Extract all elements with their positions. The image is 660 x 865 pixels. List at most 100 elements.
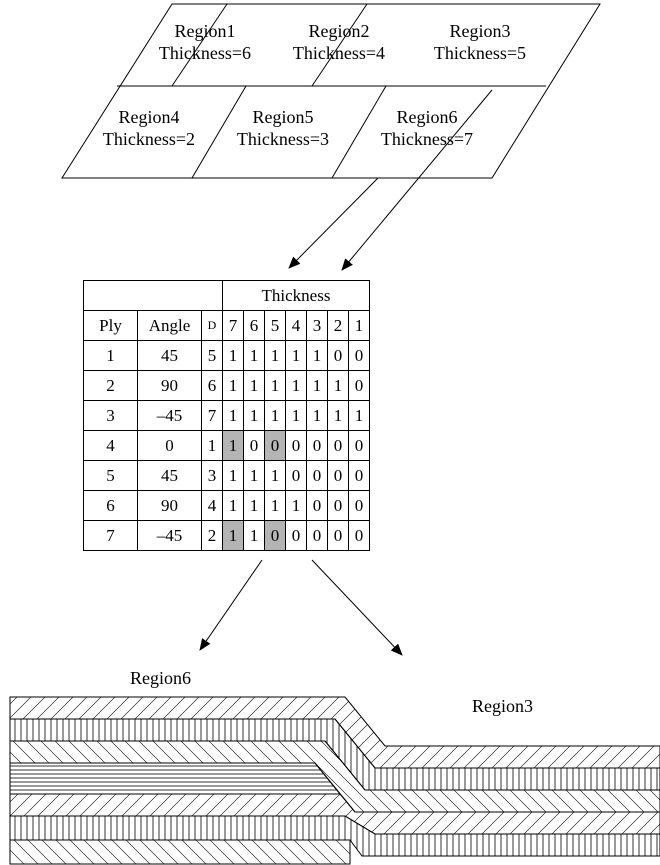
table-group-header-row: Thickness <box>83 280 370 311</box>
region-4-name: Region4 <box>118 107 180 127</box>
table-cell: 1 <box>243 340 265 371</box>
table-cell: 1 <box>306 340 328 371</box>
region-2-label: Region2 Thickness=4 <box>264 20 414 64</box>
table-cell: 1 <box>243 370 265 401</box>
table-cell: 90 <box>137 490 202 521</box>
region-6-name: Region6 <box>396 107 458 127</box>
table-cell: 1 <box>348 400 370 431</box>
table-cell: 1 <box>285 400 307 431</box>
table-cell: 90 <box>137 370 202 401</box>
region-5-label: Region5 Thickness=3 <box>208 106 358 150</box>
table-cell: 0 <box>348 460 370 491</box>
table-cell: 0 <box>285 430 307 461</box>
table-cell: 1 <box>222 400 244 431</box>
laminate-section <box>9 696 660 865</box>
table-cell: 0 <box>285 460 307 491</box>
table-cell: 5 <box>83 460 138 491</box>
header-thickness-5: 5 <box>264 310 286 341</box>
table-cell: 1 <box>306 400 328 431</box>
header-d: D <box>201 310 223 341</box>
table-cell: 0 <box>306 490 328 521</box>
table-cell: 0 <box>327 340 349 371</box>
header-thickness-4: 4 <box>285 310 307 341</box>
region-divider-2-3 <box>311 3 368 87</box>
ply-4-0 <box>9 762 342 795</box>
table-cell: 1 <box>222 340 244 371</box>
table-cell: 4 <box>83 430 138 461</box>
table-cell: 0 <box>348 370 370 401</box>
region-1-thickness: Thickness=6 <box>158 43 252 63</box>
region-4-label: Region4 Thickness=2 <box>74 106 224 150</box>
table-cell: 3 <box>83 400 138 431</box>
thickness-group-header: Thickness <box>222 280 370 311</box>
region-2-thickness: Thickness=4 <box>292 43 386 63</box>
table-cell: 0 <box>348 340 370 371</box>
table-cell: 3 <box>201 460 223 491</box>
table-blank-header <box>83 280 223 311</box>
table-cell: 0 <box>327 460 349 491</box>
table-cell: 45 <box>137 460 202 491</box>
region-3-name: Region3 <box>449 21 511 41</box>
region-divider-1-2 <box>171 3 228 87</box>
table-cell: 0 <box>264 520 286 551</box>
table-cell: 0 <box>327 430 349 461</box>
table-cell: 1 <box>201 430 223 461</box>
table-cell: 5 <box>201 340 223 371</box>
table-cell: 1 <box>327 400 349 431</box>
table-cell: 1 <box>327 370 349 401</box>
header-angle: Angle <box>137 310 202 341</box>
region-5-name: Region5 <box>252 107 314 127</box>
header-ply: Ply <box>83 310 138 341</box>
table-cell: 0 <box>348 520 370 551</box>
table-cell: 1 <box>264 400 286 431</box>
table-cell: 1 <box>222 520 244 551</box>
header-thickness-3: 3 <box>306 310 328 341</box>
map-to-table-arrows <box>288 89 493 271</box>
table-cell: 0 <box>327 520 349 551</box>
region-6-label: Region6 Thickness=7 <box>352 106 502 150</box>
table-cell: 1 <box>83 340 138 371</box>
table-cell: 1 <box>222 490 244 521</box>
region-1-name: Region1 <box>174 21 236 41</box>
table-to-laminate-arrows <box>199 559 403 656</box>
table-cell: –45 <box>137 520 202 551</box>
table-cell: 1 <box>306 370 328 401</box>
table-cell: 0 <box>306 430 328 461</box>
table-cell: 1 <box>222 460 244 491</box>
table-cell: –45 <box>137 400 202 431</box>
table-cell: 1 <box>243 460 265 491</box>
table-cell: 6 <box>83 490 138 521</box>
table-cell: 0 <box>137 430 202 461</box>
region-5-thickness: Thickness=3 <box>236 129 330 149</box>
table-cell: 7 <box>201 400 223 431</box>
table-cell: 0 <box>306 460 328 491</box>
arrow-to-region3 <box>311 559 403 656</box>
arrow-to-table-1 <box>288 177 379 269</box>
header-thickness-7: 7 <box>222 310 244 341</box>
region-3-label: Region3 Thickness=5 <box>405 20 555 64</box>
table-cell: 1 <box>243 490 265 521</box>
table-cell: 45 <box>137 340 202 371</box>
laminate-left-label: Region6 <box>130 668 191 688</box>
table-cell: 1 <box>285 490 307 521</box>
header-thickness-2: 2 <box>327 310 349 341</box>
table-cell: 0 <box>264 430 286 461</box>
table-cell: 1 <box>264 460 286 491</box>
table-cell: 0 <box>243 430 265 461</box>
region-4-thickness: Thickness=2 <box>102 129 196 149</box>
table-cell: 6 <box>201 370 223 401</box>
region-1-label: Region1 Thickness=6 <box>130 20 280 64</box>
table-cell: 1 <box>243 520 265 551</box>
table-cell: 0 <box>348 430 370 461</box>
table-cell: 2 <box>83 370 138 401</box>
header-thickness-1: 1 <box>348 310 370 341</box>
table-header-row: Ply Angle D 7 6 5 4 3 2 1 <box>83 310 370 341</box>
table-cell: 1 <box>222 370 244 401</box>
